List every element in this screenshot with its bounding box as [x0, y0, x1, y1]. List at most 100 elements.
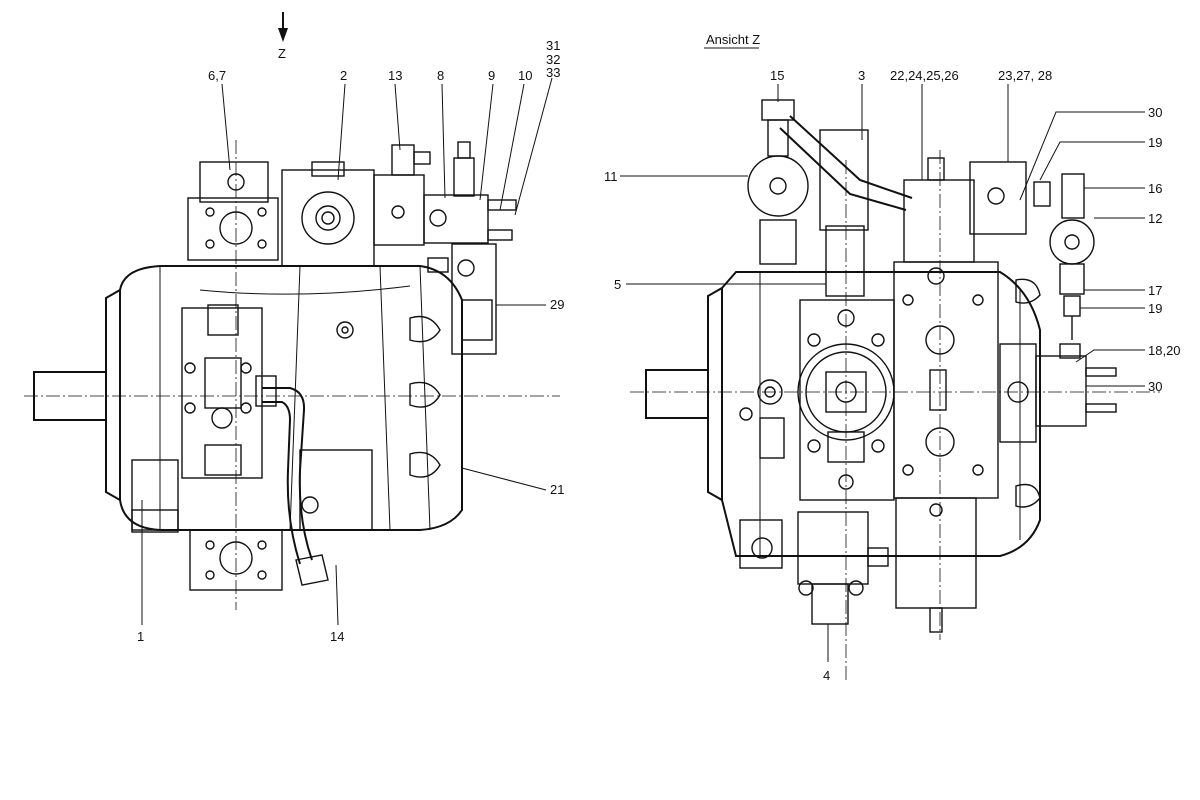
end-bolt	[871, 333, 885, 347]
controller-cover	[301, 191, 355, 245]
end-cover-bump	[409, 315, 441, 343]
valve-bolt	[184, 402, 196, 414]
end-cover-bump	[409, 381, 441, 408]
lower-valve-body	[461, 299, 493, 341]
controller-body	[281, 169, 375, 267]
end-valve	[1035, 355, 1087, 427]
control-bolt	[902, 464, 914, 476]
callout-5: 5	[614, 277, 621, 292]
callout-2: 2	[340, 68, 347, 83]
callout-12: 12	[1148, 211, 1162, 226]
flange-bolt	[257, 239, 267, 249]
bottom-cartridge	[797, 511, 869, 585]
lower-valve	[451, 243, 497, 355]
valve-screw	[429, 209, 447, 227]
top-valve-bolt	[987, 187, 1005, 205]
side-block	[759, 417, 785, 459]
valve-plate	[181, 307, 263, 479]
callout-30-top: 30	[1148, 105, 1162, 120]
flange-bolt	[205, 207, 215, 217]
valve-base	[759, 219, 797, 265]
pump-housing	[119, 265, 463, 531]
adapter-block	[825, 225, 865, 297]
valve-stem	[487, 229, 513, 241]
callout-22-24-25-26: 22,24,25,26	[890, 68, 959, 83]
control-tube	[779, 127, 907, 211]
callout-11: 11	[604, 169, 618, 184]
callout-6-7: 6,7	[208, 68, 226, 83]
lower-actuator	[895, 497, 977, 609]
callout-17: 17	[1148, 283, 1162, 298]
bottom-cartridge-nut	[848, 580, 864, 596]
callout-10: 10	[518, 68, 532, 83]
actuator-bolt	[929, 503, 943, 517]
bottom-cartridge-nose	[811, 583, 849, 625]
flange-bolt	[257, 540, 267, 550]
controller-cap	[311, 161, 345, 177]
side-plug	[301, 496, 319, 514]
side-valve-neck	[1061, 173, 1085, 219]
control-cap	[927, 157, 945, 181]
callout-13: 13	[388, 68, 402, 83]
bottom-cartridge-nut	[798, 580, 814, 596]
drive-shaft	[645, 369, 709, 419]
callout-21: 21	[550, 482, 564, 497]
control-bolt	[972, 464, 984, 476]
control-slot	[929, 369, 947, 411]
end-cover-bump	[409, 451, 441, 478]
housing-contour	[199, 285, 411, 295]
callout-29: 29	[550, 297, 564, 312]
side-valve-fitting	[1063, 295, 1081, 317]
left-callouts: 6,7 2 13 8 9 10 31 32 33 29 21 1 14	[137, 38, 564, 644]
valve-block	[423, 194, 489, 244]
control-tube	[789, 115, 913, 199]
view-title: Ansicht Z	[706, 32, 760, 47]
valve-bolt	[184, 362, 196, 374]
top-flange	[187, 197, 279, 261]
housing-ribs	[159, 265, 431, 531]
end-bolt	[807, 439, 821, 453]
callout-9: 9	[488, 68, 495, 83]
end-valve-stem	[1085, 367, 1117, 377]
control-bolt	[972, 294, 984, 306]
lower-valve-bolt	[457, 259, 475, 277]
valve-nut	[413, 151, 431, 165]
end-bolt	[871, 439, 885, 453]
flange-bolt	[205, 239, 215, 249]
right-callouts: 15 3 22,24,25,26 23,27, 28 11 5 4 30 19 …	[604, 68, 1181, 683]
mount-foot	[739, 519, 783, 569]
left-side-view	[33, 141, 517, 591]
callout-14: 14	[330, 629, 344, 644]
valve-block	[373, 174, 425, 246]
callout-31: 31	[546, 38, 560, 53]
side-bolt	[739, 407, 753, 421]
top-adapter-block	[199, 161, 269, 203]
lower-valve-fitting	[427, 257, 449, 273]
callout-18-20: 18,20	[1148, 343, 1181, 358]
mounting-flange	[105, 288, 121, 502]
side-check-valve-nut	[1064, 234, 1080, 250]
callout-30-bottom: 30	[1148, 379, 1162, 394]
valve-neck	[767, 119, 789, 157]
mount-foot-bolt	[751, 537, 773, 559]
callout-19-bottom: 19	[1148, 301, 1162, 316]
pipe	[262, 387, 313, 561]
flange-bolt	[257, 570, 267, 580]
side-block	[299, 449, 373, 531]
callout-15: 15	[770, 68, 784, 83]
end-valve-cap	[1059, 343, 1081, 359]
callout-4: 4	[823, 668, 830, 683]
valve-bolt	[240, 362, 252, 374]
end-valve-block	[999, 343, 1037, 443]
port-block	[131, 509, 179, 533]
callout-23-27-28: 23,27, 28	[998, 68, 1052, 83]
end-bolt	[807, 333, 821, 347]
callout-3: 3	[858, 68, 865, 83]
view-arrow-label: Z	[278, 46, 286, 61]
callout-16: 16	[1148, 181, 1162, 196]
pump-housing	[721, 271, 1041, 557]
valve-plug	[211, 407, 233, 429]
end-valve-stem	[1085, 403, 1117, 413]
callout-32: 32	[546, 52, 560, 67]
